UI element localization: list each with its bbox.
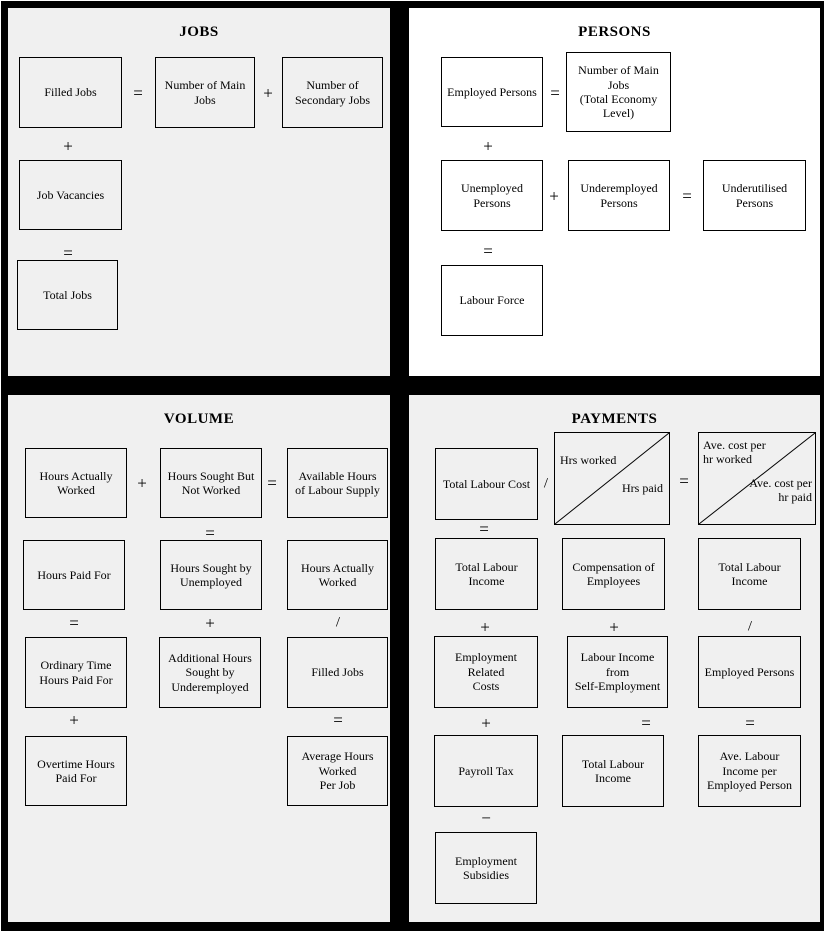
- label-ave-cost-per-hr-paid: Ave. cost per hr paid: [749, 476, 812, 504]
- title-payments: PAYMENTS: [571, 411, 658, 427]
- op-plus: +: [137, 473, 147, 493]
- box-employed-persons: Employed Persons: [441, 57, 543, 127]
- label-hrs-paid: Hrs paid: [622, 481, 663, 495]
- op-plus: +: [263, 83, 273, 103]
- title-persons: PERSONS: [578, 24, 651, 40]
- box-employment-related-costs: Employment Related Costs: [434, 636, 538, 708]
- box-employed-persons-payments: Employed Persons: [698, 636, 801, 708]
- box-hrs-worked-over-hrs-paid: Hrs worked Hrs paid: [554, 432, 670, 525]
- label-ave-cost-per-hr-worked: Ave. cost per hr worked: [703, 438, 766, 466]
- op-equals: =: [641, 713, 651, 733]
- box-filled-jobs-volume: Filled Jobs: [287, 637, 388, 708]
- box-total-labour-income-2: Total Labour Income: [698, 538, 801, 610]
- op-equals: =: [333, 710, 343, 730]
- box-number-of-main-jobs: Number of Main Jobs: [155, 57, 255, 128]
- panel-payments: PAYMENTS Total Labour Cost / Hrs worked …: [407, 393, 822, 924]
- box-compensation-of-employees: Compensation of Employees: [562, 538, 665, 610]
- box-hours-actually-worked: Hours Actually Worked: [25, 448, 127, 518]
- op-plus: +: [63, 136, 73, 156]
- box-additional-hours-sought-by-underemployed: Additional Hours Sought by Underemployed: [159, 637, 261, 708]
- box-total-labour-cost: Total Labour Cost: [435, 448, 538, 520]
- op-equals: =: [550, 83, 560, 103]
- label-hrs-worked: Hrs worked: [560, 453, 617, 467]
- op-divide: /: [335, 614, 341, 631]
- op-equals: =: [69, 613, 79, 633]
- diagonal-line: [699, 433, 815, 524]
- box-job-vacancies: Job Vacancies: [19, 160, 122, 230]
- box-ave-labour-income-per-employed-person: Ave. Labour Income per Employed Person: [698, 735, 801, 807]
- diagonal-line: [555, 433, 669, 524]
- op-plus: +: [549, 186, 559, 206]
- op-equals: =: [267, 473, 277, 493]
- panel-volume: VOLUME Hours Actually Worked + Hours Sou…: [6, 393, 392, 924]
- op-plus: +: [205, 613, 215, 633]
- title-jobs: JOBS: [179, 24, 219, 40]
- op-plus: +: [69, 710, 79, 730]
- box-ave-cost-per-hr-worked-over-paid: Ave. cost per hr worked Ave. cost per hr…: [698, 432, 816, 525]
- op-equals: =: [745, 713, 755, 733]
- box-labour-income-from-self-employment: Labour Income from Self-Employment: [567, 636, 668, 708]
- box-number-of-main-jobs-total-economy: Number of Main Jobs (Total Economy Level…: [566, 52, 671, 132]
- box-underutilised-persons: Underutilised Persons: [703, 160, 806, 231]
- op-equals: =: [682, 186, 692, 206]
- op-minus: −: [481, 808, 491, 828]
- op-plus: +: [609, 617, 619, 637]
- op-divide: /: [747, 618, 753, 635]
- box-total-labour-income-1: Total Labour Income: [435, 538, 538, 610]
- box-employment-subsidies: Employment Subsidies: [435, 832, 537, 904]
- op-equals: =: [679, 471, 689, 491]
- box-labour-force: Labour Force: [441, 265, 543, 336]
- op-equals: =: [205, 523, 215, 543]
- panel-jobs: JOBS Filled Jobs = Number of Main Jobs +…: [6, 6, 392, 378]
- op-equals: =: [133, 83, 143, 103]
- box-overtime-hours-paid-for: Overtime Hours Paid For: [25, 736, 127, 806]
- op-divide: /: [543, 475, 549, 492]
- panel-persons: PERSONS Employed Persons = Number of Mai…: [407, 6, 822, 378]
- box-hours-actually-worked-2: Hours Actually Worked: [287, 540, 388, 610]
- op-equals: =: [63, 243, 73, 263]
- box-underemployed-persons: Underemployed Persons: [568, 160, 670, 231]
- op-equals: =: [483, 241, 493, 261]
- box-hours-paid-for: Hours Paid For: [23, 540, 125, 610]
- box-total-jobs: Total Jobs: [17, 260, 118, 330]
- box-total-labour-income-3: Total Labour Income: [562, 735, 664, 807]
- op-equals: =: [479, 519, 489, 539]
- box-ordinary-time-hours-paid-for: Ordinary Time Hours Paid For: [25, 637, 127, 708]
- op-plus: +: [483, 136, 493, 156]
- box-average-hours-worked-per-job: Average Hours Worked Per Job: [287, 736, 388, 806]
- box-unemployed-persons: Unemployed Persons: [441, 160, 543, 231]
- box-number-of-secondary-jobs: Number of Secondary Jobs: [282, 57, 383, 128]
- op-plus: +: [480, 617, 490, 637]
- box-available-hours-of-labour-supply: Available Hours of Labour Supply: [287, 448, 388, 518]
- box-hours-sought-by-unemployed: Hours Sought by Unemployed: [160, 540, 262, 610]
- box-filled-jobs: Filled Jobs: [19, 57, 122, 128]
- box-hours-sought-but-not-worked: Hours Sought But Not Worked: [160, 448, 262, 518]
- title-volume: VOLUME: [163, 411, 235, 427]
- op-plus: +: [481, 713, 491, 733]
- box-payroll-tax: Payroll Tax: [434, 735, 538, 807]
